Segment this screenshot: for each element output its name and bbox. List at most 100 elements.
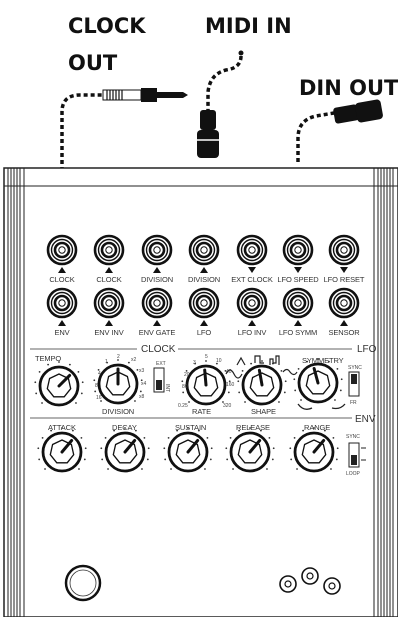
attack-knob[interactable] (37, 427, 87, 473)
shape-label: SHAPE (251, 407, 276, 416)
midi-in-cable (206, 55, 243, 110)
release-label: RELEASE (236, 423, 270, 432)
symmetry-label: SYMMETRY (302, 356, 344, 365)
division-tick: 4 (98, 371, 101, 377)
attack-label: ATTACK (48, 423, 76, 432)
range-label: RANGE (304, 423, 330, 432)
row1-jack-ext-clock[interactable]: EXT CLOCK (231, 234, 273, 284)
lfo-sync-switch[interactable]: SYNC FR (348, 365, 362, 406)
division-tick: 16 (96, 395, 102, 401)
right-rail (373, 168, 394, 617)
clock-out-cable (60, 93, 103, 248)
decay-knob[interactable] (100, 427, 150, 473)
rate-tick: 10 (216, 358, 222, 364)
jack-row-inputs: ENV ENV INV ENV GATE LFO LFO INV LFO SYMM SENS… (46, 287, 360, 337)
sustain-label: SUSTAIN (175, 423, 206, 432)
row1-jack-lfo-speed[interactable]: LFO SPEED (277, 234, 319, 284)
output-arrow-icon (58, 267, 66, 273)
din-out-plug (333, 99, 383, 124)
midi-in-plug (197, 110, 219, 158)
rate-ticks: 3 5 10 20 40 80 160 320 0.25 (178, 354, 235, 409)
rate-tick: 3 (193, 360, 196, 366)
division-knob[interactable] (93, 359, 143, 405)
row2-jack-lfo-symm[interactable]: LFO SYMM (279, 287, 317, 337)
output-arrow-icon (248, 320, 256, 326)
shape-knob[interactable] (237, 360, 287, 406)
din-out-label: DIN OUT (299, 76, 398, 100)
input-arrow-icon (294, 267, 302, 273)
knob-pointer (57, 373, 72, 388)
row2-jack-lfo[interactable]: LFO (188, 287, 220, 337)
row1-jack-label: LFO SPEED (277, 275, 319, 284)
decay-label: DECAY (112, 423, 137, 432)
rate-tick: 80 (182, 384, 188, 390)
division-tick: 1 (105, 359, 108, 365)
symmetry-knob[interactable] (293, 358, 343, 404)
knob-pointer (123, 439, 137, 454)
sustain-knob[interactable] (163, 427, 213, 473)
waveform-triangle-icon (236, 356, 246, 366)
row2-jack-label: ENV (54, 328, 69, 337)
rate-tick: 320 (223, 403, 232, 409)
tempo-knob[interactable] (34, 361, 84, 407)
waveform-sine-icon (225, 369, 243, 379)
release-knob[interactable] (225, 427, 275, 473)
input-arrow-icon (248, 267, 256, 273)
output-arrow-icon (105, 320, 113, 326)
division-tick: 2 (117, 354, 120, 360)
row2-jack-label: SENSOR (328, 328, 360, 337)
clock-switch-label-ext: EXT (156, 361, 166, 367)
lfo-switch-label-sync: SYNC (348, 365, 362, 371)
row2-jack-label: LFO SYMM (279, 328, 317, 337)
row2-jack-env-gate[interactable]: ENV GATE (139, 287, 176, 337)
row1-jack-label: DIVISION (141, 275, 173, 284)
clock-source-switch[interactable]: EXT INT (153, 361, 170, 393)
row1-jack-clock[interactable]: CLOCK (93, 234, 125, 284)
env-loop-switch[interactable]: SYNC LOOP (346, 434, 366, 477)
row2-jack-env-inv[interactable]: ENV INV (93, 287, 125, 337)
clock-out-label-line2: OUT (68, 51, 118, 75)
row1-jack-division[interactable]: DIVISION (188, 234, 220, 284)
row1-jack-clock[interactable]: CLOCK (46, 234, 78, 284)
row1-jack-label: LFO RESET (324, 275, 365, 284)
row2-jack-env[interactable]: ENV (46, 287, 78, 337)
row1-jack-division[interactable]: DIVISION (141, 234, 173, 284)
row1-jack-label: EXT CLOCK (231, 275, 273, 284)
rate-knob[interactable] (181, 360, 231, 406)
range-knob[interactable] (289, 427, 339, 473)
division-tick: x8 (139, 394, 145, 400)
output-arrow-icon (200, 267, 208, 273)
output-arrow-icon (200, 320, 208, 326)
output-arrow-icon (105, 267, 113, 273)
row1-jack-label: CLOCK (49, 275, 74, 284)
division-tick: x3 (139, 368, 145, 374)
division-tick: x2 (131, 357, 137, 363)
jack-row-outputs: CLOCK CLOCK DIVISION DIVISION EXT CLOCK LFO S… (46, 234, 365, 284)
knob-pointer (257, 368, 264, 387)
knob-pointer (203, 368, 208, 387)
rate-tick: 20 (184, 372, 190, 378)
rate-tick: 5 (205, 354, 208, 360)
tap-button[interactable] (64, 564, 102, 602)
row2-jack-sensor[interactable]: SENSOR (328, 287, 360, 337)
knob-pointer (60, 439, 74, 454)
clock-out-label-line1: CLOCK (68, 14, 146, 38)
row1-jack-label: DIVISION (188, 275, 220, 284)
row2-jack-lfo-inv[interactable]: LFO INV (236, 287, 268, 337)
output-arrow-icon (340, 320, 348, 326)
knob-layer (34, 358, 343, 473)
knob-pointer (312, 439, 326, 454)
knob-pointer (186, 439, 200, 454)
waveform-saw-icon (282, 368, 298, 376)
clock-out-plug (102, 88, 188, 102)
symmetry-arrow-right-icon (331, 403, 346, 410)
row2-jack-label: ENV GATE (139, 328, 176, 337)
row2-jack-label: ENV INV (94, 328, 123, 337)
row1-jack-lfo-reset[interactable]: LFO RESET (324, 234, 365, 284)
midi-in-label: MIDI IN (205, 14, 292, 38)
division-tick: x4 (141, 381, 147, 387)
division-ticks: 1 2 x2 4 x3 8 x4 16 x8 (95, 354, 147, 401)
row1-jack-label: CLOCK (96, 275, 121, 284)
waveform-random-icon (269, 355, 280, 365)
